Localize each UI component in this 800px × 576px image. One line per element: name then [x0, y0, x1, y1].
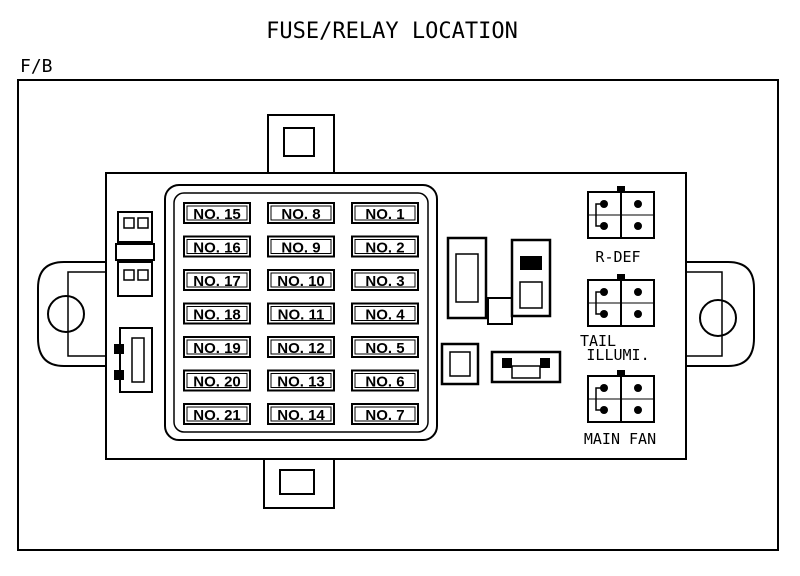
- relay-tail-label: TAIL: [580, 332, 616, 350]
- fuse-label: NO. 5: [365, 340, 404, 357]
- fuse-9: NO. 3: [351, 269, 419, 291]
- fuse-label: NO. 6: [365, 374, 404, 391]
- middle-connector-lower-left: [440, 342, 480, 386]
- right-mounting-ear: [686, 261, 755, 367]
- fuse-label: NO. 1: [365, 206, 404, 223]
- bottom-tab: [263, 459, 335, 509]
- relay-main-fan-label: MAIN FAN: [584, 430, 656, 448]
- fuse-17: NO. 13: [267, 369, 335, 392]
- outer-frame: [17, 79, 779, 551]
- fuse-grid: NO. 15 NO. 8 NO. 1 NO. 16 NO. 9 NO. 2 NO. 17 NO…: [183, 202, 419, 425]
- fuse-label: NO. 14: [277, 407, 325, 424]
- fuse-label: NO. 7: [365, 407, 404, 424]
- left-connector-top: [115, 211, 155, 297]
- fuse-label: NO. 9: [281, 240, 320, 257]
- fuse-block-inner: [173, 192, 429, 433]
- relay-main-fan: [587, 370, 655, 423]
- fuse-label: NO. 18: [193, 307, 241, 324]
- fuse-label: NO. 11: [278, 307, 325, 324]
- fuse-label: NO. 13: [277, 374, 325, 391]
- fuse-16: NO. 20: [183, 369, 251, 392]
- fuse-label: NO. 2: [365, 240, 404, 257]
- fuse-5: NO. 9: [267, 235, 335, 258]
- fuse-1: NO. 15: [183, 202, 251, 224]
- relay-tail-illumi: [587, 274, 655, 327]
- fuse-14: NO. 12: [267, 336, 335, 358]
- left-mounting-ear: [37, 261, 106, 367]
- fuse-label: NO. 10: [277, 273, 325, 290]
- fuse-18: NO. 6: [351, 369, 419, 392]
- fuse-2: NO. 8: [267, 202, 335, 224]
- fuse-12: NO. 4: [351, 302, 419, 325]
- fuse-10: NO. 18: [183, 302, 251, 325]
- relay-r-def: [587, 186, 655, 239]
- fuse-21: NO. 7: [351, 403, 419, 425]
- relay-r-def-label: R-DEF: [595, 248, 640, 266]
- top-tab: [267, 114, 335, 173]
- fuse-7: NO. 17: [183, 269, 251, 291]
- fuse-label: NO. 19: [193, 340, 241, 357]
- fuse-label: NO. 3: [365, 273, 404, 290]
- middle-connector-upper-right: [487, 238, 552, 325]
- fuse-3: NO. 1: [351, 202, 419, 224]
- middle-connector-upper-left: [446, 236, 488, 320]
- fuse-label: NO. 20: [193, 374, 241, 391]
- fuse-label: NO. 16: [193, 240, 241, 257]
- fuse-label: NO. 15: [193, 206, 241, 223]
- fuse-block-housing: [164, 184, 438, 441]
- left-connector-bottom: [114, 327, 153, 393]
- fuse-13: NO. 19: [183, 336, 251, 358]
- fuse-label: NO. 4: [365, 307, 405, 324]
- middle-connector-lower-right: [490, 350, 562, 384]
- fuse-label: NO. 21: [193, 407, 241, 424]
- panel-label: F/B: [20, 56, 53, 77]
- fuse-4: NO. 16: [183, 235, 251, 258]
- fuse-6: NO. 2: [351, 235, 419, 258]
- fuse-11: NO. 11: [267, 302, 335, 325]
- fuse-19: NO. 21: [183, 403, 251, 425]
- fuse-label: NO. 12: [277, 340, 325, 357]
- fuse-8: NO. 10: [267, 269, 335, 291]
- fuse-20: NO. 14: [267, 403, 335, 425]
- fuse-label: NO. 8: [281, 206, 320, 223]
- diagram-title: FUSE/RELAY LOCATION: [266, 19, 518, 44]
- relay-illumi-label: ILLUMI.: [586, 346, 649, 364]
- fuse-15: NO. 5: [351, 336, 419, 358]
- fuse-label: NO. 17: [193, 273, 241, 290]
